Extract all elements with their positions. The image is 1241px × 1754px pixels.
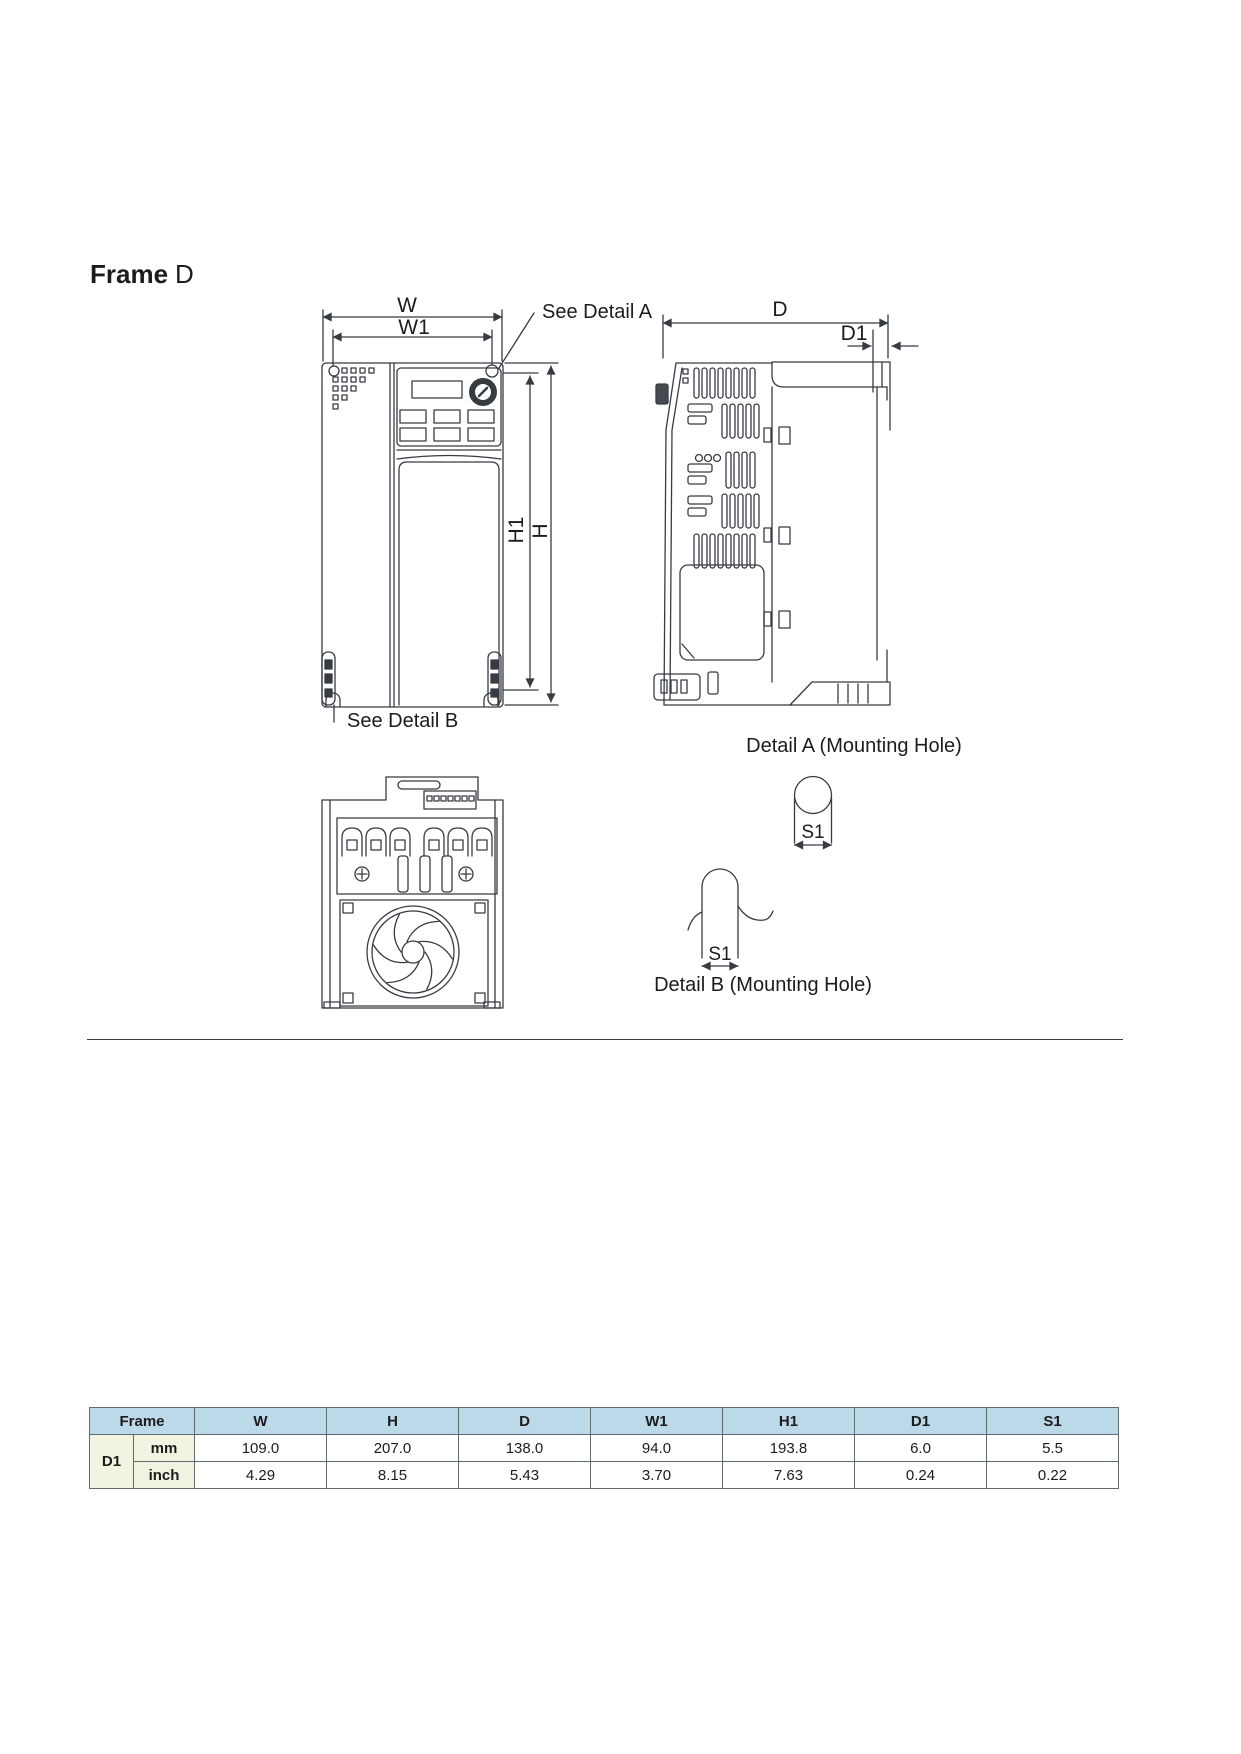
side-latch [655, 383, 669, 405]
front-view [321, 362, 504, 708]
side-bottom-slot [707, 671, 719, 695]
see-detail-a-label: See Detail A [542, 301, 653, 323]
bottom-foot-bracket [789, 681, 891, 706]
detail-a [793, 775, 833, 850]
value-s1-inch: 0.22 [986, 1461, 1119, 1489]
top-slot [397, 780, 441, 790]
side-view [653, 361, 891, 706]
side-front-edge-inner [669, 367, 683, 701]
page-title-frame: Frame [90, 259, 169, 289]
hinge-slot-left [321, 651, 336, 706]
header-d1: D1 [854, 1407, 987, 1435]
dim-label-d1: D1 [841, 322, 868, 345]
dim-label-s1-a: S1 [801, 822, 824, 843]
hinge-slot-right [487, 651, 502, 706]
header-w: W [194, 1407, 327, 1435]
value-d-inch: 5.43 [458, 1461, 591, 1489]
detail-b [687, 868, 774, 971]
header-d: D [458, 1407, 591, 1435]
value-s1-mm: 5.5 [986, 1434, 1119, 1462]
side-bottom-connector [653, 673, 701, 701]
detail-a-caption: Detail A (Mounting Hole) [746, 735, 962, 757]
front-body-outline [321, 362, 504, 708]
dim-label-s1-b: S1 [708, 944, 731, 965]
keypad-display [411, 380, 463, 399]
front-dimensions [322, 309, 559, 723]
detail-a-leader [498, 312, 535, 369]
dim-label-h1: H1 [505, 517, 528, 544]
table-row-mm: D1 mm 109.0 207.0 138.0 94.0 193.8 6.0 5… [89, 1434, 1119, 1489]
value-w1-inch: 3.70 [590, 1461, 723, 1489]
value-h1-inch: 7.63 [722, 1461, 855, 1489]
keypad-panel [396, 367, 502, 447]
detail-b-slot [701, 868, 739, 959]
unit-label-mm: mm [133, 1434, 195, 1462]
bottom-foot-right [483, 1001, 501, 1009]
header-frame: Frame [89, 1407, 195, 1435]
value-w-inch: 4.29 [194, 1461, 327, 1489]
top-flange [771, 361, 883, 388]
header-w1: W1 [590, 1407, 723, 1435]
side-dimensions [662, 314, 919, 393]
front-door [398, 461, 500, 706]
value-w1-mm: 94.0 [590, 1434, 723, 1462]
bottom-notch-left [325, 692, 341, 708]
bottom-view [321, 776, 504, 1009]
value-d-mm: 138.0 [458, 1434, 591, 1462]
side-front-edge-outer [663, 362, 677, 706]
detail-b-caption: Detail B (Mounting Hole) [654, 974, 872, 996]
dim-label-w: W [397, 294, 417, 317]
detail-a-hole [793, 775, 833, 815]
dimensions-table: Frame W H D W1 H1 D1 S1 D1 mm 109.0 207.… [89, 1407, 1119, 1489]
header-h: H [326, 1407, 459, 1435]
mounting-hole-top-right [485, 364, 499, 378]
unit-label-inch: inch [133, 1461, 195, 1489]
dim-label-d: D [772, 298, 787, 321]
header-h1: H1 [722, 1407, 855, 1435]
detail-b-hook-right [737, 905, 774, 921]
knob-pointer [477, 386, 489, 398]
dim-label-w1: W1 [398, 316, 430, 339]
side-label-panel [679, 564, 765, 661]
value-d1-inch: 0.24 [854, 1461, 987, 1489]
table-row-inch: inch 4.29 8.15 5.43 3.70 7.63 0.24 0.22 [90, 1461, 1119, 1489]
terminal-block [336, 817, 498, 895]
vent-hole-pattern [332, 367, 375, 410]
value-h1-mm: 193.8 [722, 1434, 855, 1462]
louvre-slots [682, 367, 760, 569]
bottom-foot-left [323, 1001, 341, 1009]
control-connector [423, 790, 477, 810]
detail-b-hook-left [687, 911, 703, 931]
section-divider [87, 1039, 1123, 1040]
table-header-row: Frame W H D W1 H1 D1 S1 [89, 1407, 1119, 1435]
cooling-fan [339, 899, 489, 1007]
side-hooks [763, 426, 791, 629]
keypad-knob [469, 378, 497, 406]
see-detail-b-label: See Detail B [347, 710, 458, 732]
value-w-mm: 109.0 [194, 1434, 327, 1462]
value-h-inch: 8.15 [326, 1461, 459, 1489]
cover-arc [396, 454, 502, 460]
value-h-mm: 207.0 [326, 1434, 459, 1462]
row-label-d1: D1 [89, 1434, 134, 1489]
dim-label-h: H [529, 523, 552, 538]
technical-drawing: W W1 H1 H D D1 S1 S1 See Detail A See De… [321, 294, 962, 1009]
value-d1-mm: 6.0 [854, 1434, 987, 1462]
page-title-letter: D [175, 259, 194, 289]
keypad-buttons [399, 409, 495, 442]
mounting-hole-top-left [328, 365, 340, 377]
header-s1: S1 [986, 1407, 1119, 1435]
bottom-view-outline [321, 776, 504, 1009]
